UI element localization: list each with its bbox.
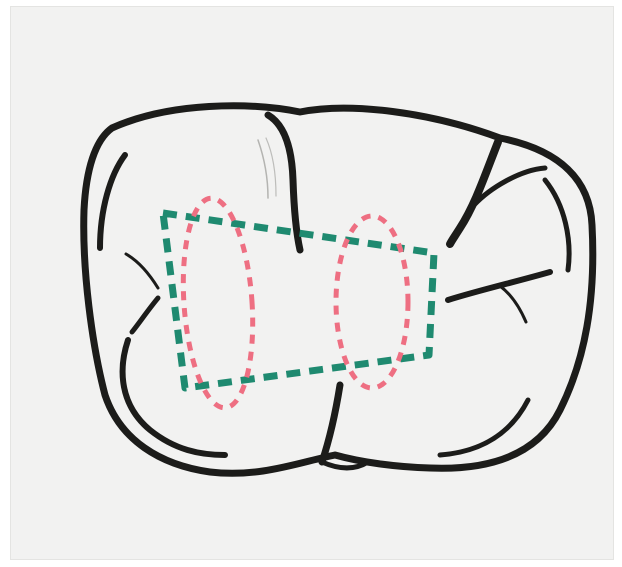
- cusp-ridge-bottom-right: [440, 400, 528, 455]
- groove-left-lower: [132, 298, 158, 332]
- cusp-ridge-left: [123, 340, 225, 455]
- groove-bottom-center-spread: [322, 462, 368, 468]
- cusp-ridge-top-left: [100, 155, 125, 248]
- groove-bottom-center: [322, 385, 340, 462]
- pencil-shading: [258, 140, 268, 198]
- cusp-ridge-right: [545, 180, 569, 270]
- groove-left: [126, 254, 158, 288]
- groove-right-branch: [500, 286, 526, 322]
